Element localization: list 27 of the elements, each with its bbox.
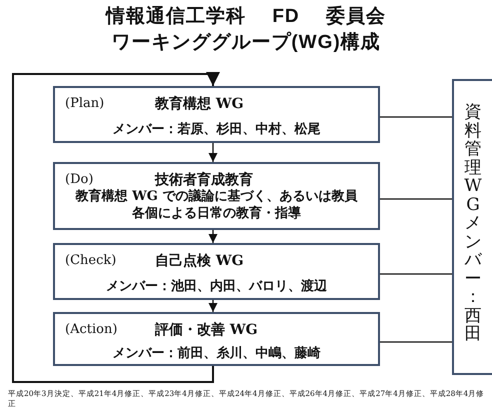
phase-label: (Action) bbox=[65, 322, 118, 337]
box-title: 技術者育成教育 bbox=[155, 171, 253, 188]
description-text: 教育構想 WG での議論に基づく、あるいは教員各個による日常の教育・指導 bbox=[75, 188, 358, 222]
member-list: メンバー：若原、杉田、中村、松尾 bbox=[55, 120, 378, 138]
process-box bbox=[53, 243, 380, 300]
process-box bbox=[53, 86, 380, 143]
process-box bbox=[53, 312, 380, 366]
connector-line bbox=[380, 198, 452, 200]
process-box bbox=[53, 162, 380, 230]
connector-line bbox=[380, 116, 452, 118]
phase-label: (Do) bbox=[65, 172, 94, 187]
arrow bbox=[12, 72, 220, 383]
member-list: メンバー：池田、内田、バロリ、渡辺 bbox=[55, 277, 378, 295]
vertical-text: 資料管理WG メンバー：西田 bbox=[464, 103, 482, 344]
phase-label: (Check) bbox=[65, 253, 116, 268]
arrow bbox=[208, 143, 218, 162]
arrow bbox=[208, 230, 218, 243]
box-title: 自己点検 WG bbox=[155, 252, 244, 270]
side-box bbox=[452, 79, 492, 375]
connector-line bbox=[380, 341, 452, 343]
title: 情報通信工学科 FD 委員会ワーキンググループ(WG)構成 bbox=[104, 4, 387, 55]
arrow bbox=[208, 300, 218, 312]
phase-label: (Plan) bbox=[65, 96, 104, 111]
connector-line bbox=[380, 273, 452, 275]
member-list: メンバー：前田、糸川、中嶋、藤崎 bbox=[55, 344, 378, 362]
box-title: 評価・改善 WG bbox=[155, 321, 258, 339]
box-title: 教育構想 WG bbox=[155, 95, 244, 113]
